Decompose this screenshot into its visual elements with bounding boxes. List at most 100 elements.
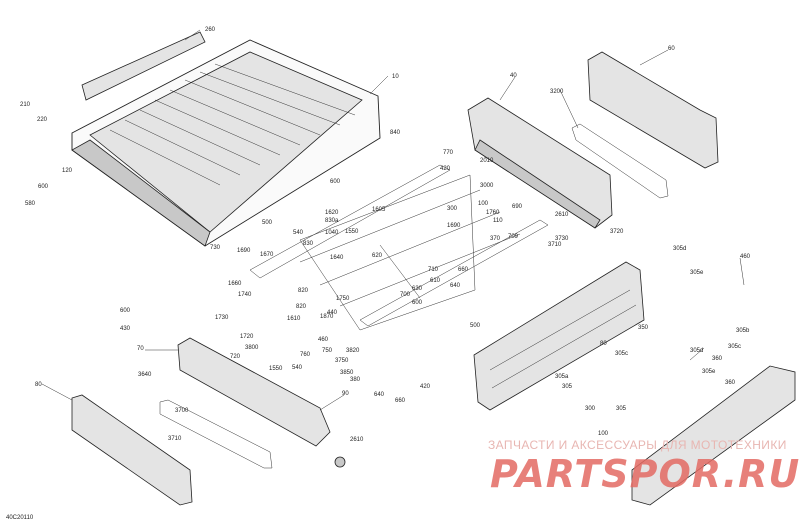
- callout: 3750: [335, 358, 349, 364]
- lower-panel-80: [71, 394, 193, 506]
- callout-labels: 260 210 220 10 40 60 3200 840 770 420 20…: [20, 27, 751, 443]
- callout: 820: [298, 288, 309, 294]
- callout: 100: [478, 201, 489, 207]
- callout: 110: [493, 218, 503, 224]
- callout: 360: [725, 380, 736, 386]
- callout: 1720: [240, 334, 254, 340]
- callout: 305e: [690, 270, 704, 276]
- callout: 700: [400, 292, 411, 298]
- callout: 500: [262, 220, 273, 226]
- trim-strip-part: [571, 123, 669, 199]
- callout: 1690: [447, 223, 461, 229]
- rail-strip-part: [81, 31, 206, 101]
- callout: 1730: [215, 315, 229, 321]
- lower-panel-3700: [159, 399, 273, 469]
- callout: 90: [342, 391, 349, 397]
- callout: 640: [450, 283, 461, 289]
- callout: 305a: [555, 374, 569, 380]
- callout: 305c: [728, 344, 741, 350]
- callout: 3000: [480, 183, 494, 189]
- callout: 610: [430, 278, 441, 284]
- callout: 305: [562, 384, 573, 390]
- callout: 2010: [480, 158, 494, 164]
- callout: 430: [120, 326, 131, 332]
- callout: 380: [350, 377, 361, 383]
- callout: 300: [447, 206, 458, 212]
- callout: 830: [303, 241, 314, 247]
- callout: 3800: [245, 345, 259, 351]
- cap-part: [334, 456, 346, 468]
- callout: 3710: [168, 436, 182, 442]
- callout: 305c: [615, 351, 628, 357]
- callout: 305d: [690, 348, 703, 354]
- leader-lines: [41, 29, 745, 411]
- side-panel-60: [587, 51, 719, 169]
- callout: 350: [638, 325, 649, 331]
- callout: 360: [712, 356, 723, 362]
- callout: 770: [443, 150, 454, 156]
- callout: 460: [318, 337, 329, 343]
- callout: 420: [440, 166, 451, 172]
- callout: 720: [230, 354, 241, 360]
- callout: 1870: [320, 314, 334, 320]
- callout: 1750: [336, 296, 350, 302]
- callout: 690: [512, 204, 523, 210]
- callout: 305: [616, 406, 627, 412]
- callout: 1605: [372, 207, 386, 213]
- callout: 1670: [260, 252, 274, 258]
- callout: 3710: [548, 242, 562, 248]
- callout: 709: [508, 234, 519, 240]
- callout: 300: [585, 406, 596, 412]
- callout: 3730: [555, 236, 569, 242]
- callout: 3820: [346, 348, 360, 354]
- callout: 710: [428, 267, 439, 273]
- callout: 840: [390, 130, 401, 136]
- callout: 600: [120, 308, 131, 314]
- callout: 820: [296, 304, 307, 310]
- callout: 370: [490, 236, 501, 242]
- lower-panel-70: [177, 337, 331, 447]
- tailgate-part: [473, 261, 645, 411]
- cargo-box-part: [71, 39, 381, 247]
- callout: 3640: [138, 372, 152, 378]
- callout: 440: [327, 310, 338, 316]
- callout: 1660: [228, 281, 242, 287]
- callout: 620: [372, 253, 383, 259]
- callout: 3850: [340, 370, 354, 376]
- callout: 260: [205, 27, 216, 33]
- callout: 420: [420, 384, 431, 390]
- callout: 750: [322, 348, 333, 354]
- callout: 10: [392, 74, 399, 80]
- callout: 1550: [269, 366, 283, 372]
- callout: 660: [395, 398, 406, 404]
- watermark-tagline: ЗАПЧАСТИ И АКСЕССУАРЫ ДЛЯ МОТОТЕХНИКИ: [488, 438, 787, 452]
- tailgate-cover-part: [631, 365, 796, 506]
- callout: 540: [292, 365, 303, 371]
- diagram-code: 40C20110: [6, 515, 34, 521]
- callout: 3700: [175, 408, 189, 414]
- callout: 500: [470, 323, 481, 329]
- callout: 305e: [702, 369, 716, 375]
- callout: 1550: [345, 229, 359, 235]
- callout: 80: [600, 341, 607, 347]
- watermark-brand: PARTSPOR.RU: [490, 452, 800, 496]
- callout: 630: [412, 286, 423, 292]
- callout: 3200: [550, 89, 564, 95]
- callout: 460: [740, 254, 751, 260]
- callout: 1740: [238, 292, 252, 298]
- callout: 730: [210, 245, 221, 251]
- callout: 210: [20, 102, 31, 108]
- callout: 640: [374, 392, 385, 398]
- frame-part: [249, 164, 549, 331]
- callout: 70: [137, 346, 144, 352]
- callout: 600: [38, 184, 49, 190]
- callout: 1690: [237, 248, 251, 254]
- callout: 1610: [287, 316, 301, 322]
- callout: 830a: [325, 218, 339, 224]
- callout: 600: [330, 179, 341, 185]
- callout: 100: [598, 431, 609, 437]
- callout: 305d: [673, 246, 686, 252]
- callout: 2610: [350, 437, 364, 443]
- callout: 40: [510, 73, 517, 79]
